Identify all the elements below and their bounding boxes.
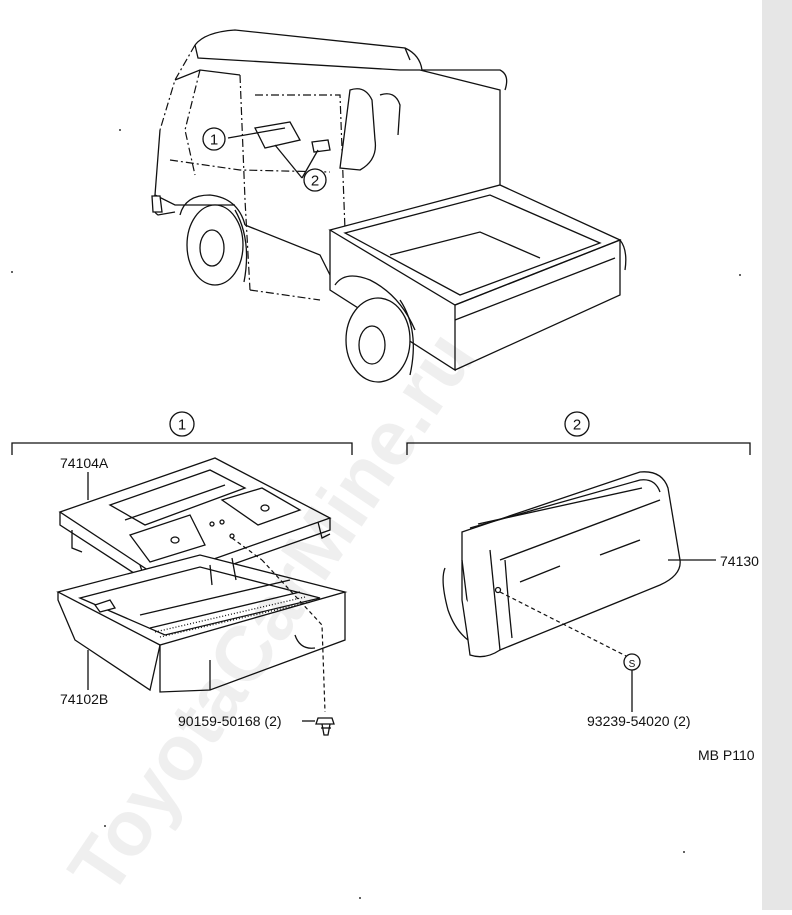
svg-text:1: 1 (178, 417, 186, 434)
svg-text:S: S (629, 659, 636, 670)
svg-text:93239-54020 (2): 93239-54020 (2) (587, 713, 691, 729)
sidebar-strip (762, 0, 792, 910)
label-74104a: 74104A (60, 455, 109, 500)
svg-text:MB P110: MB P110 (698, 747, 755, 763)
callout-2-marker: 2 (303, 168, 327, 192)
svg-text:1: 1 (210, 132, 218, 149)
label-74130: 74130 (720, 553, 759, 569)
box-74102b (56, 554, 348, 693)
reference-code: MB P110 (698, 747, 755, 763)
label-74102b: 74102B (60, 650, 108, 707)
section-1-bracket: 1 (11, 411, 353, 455)
callout-1-marker: 1 (202, 127, 226, 151)
pocket-74130 (442, 471, 716, 658)
screw-90159 (261, 559, 335, 736)
truck-illustration (151, 29, 627, 383)
svg-text:74102B: 74102B (60, 691, 108, 707)
svg-text:2: 2 (573, 417, 581, 434)
svg-text:74104A: 74104A (60, 455, 109, 471)
svg-text:90159-50168 (2): 90159-50168 (2) (178, 713, 282, 729)
svg-text:74130: 74130 (720, 553, 759, 569)
scan-specks (11, 129, 741, 899)
clip-93239: S (499, 591, 641, 712)
svg-text:2: 2 (311, 173, 319, 190)
tray-74104a (58, 457, 332, 591)
section-2-bracket: 2 (406, 411, 751, 455)
label-90159-50168: 90159-50168 (2) (178, 713, 315, 729)
label-93239-54020: 93239-54020 (2) (587, 713, 691, 729)
